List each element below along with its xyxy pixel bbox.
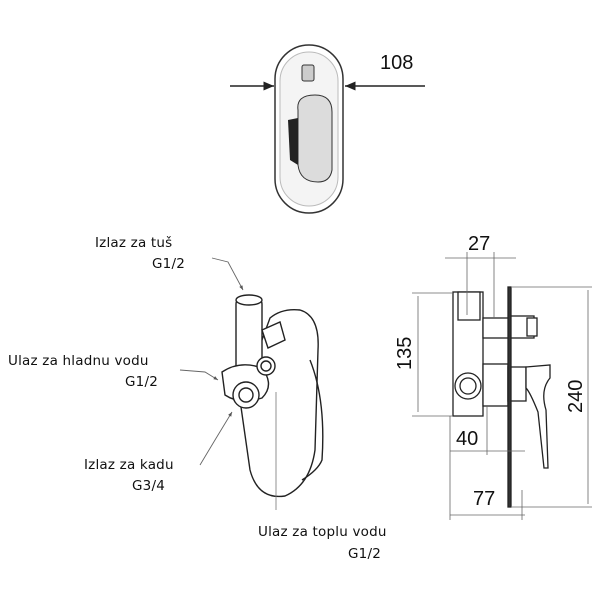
dim-77: 77 — [473, 488, 495, 510]
callout-hot-inlet-thread: G1/2 — [348, 546, 381, 562]
dim-27: 27 — [468, 233, 490, 255]
callout-bath-outlet-thread: G3/4 — [132, 478, 165, 494]
dimension-lines — [412, 252, 592, 520]
callout-leader-lines — [179, 257, 244, 466]
dim-108: 108 — [380, 52, 413, 74]
front-view-faucet — [274, 44, 344, 214]
callout-shower-outlet: Izlaz za tuš — [95, 235, 173, 251]
side-view-drawing — [452, 286, 551, 508]
dim-40: 40 — [456, 428, 478, 450]
dim-135: 135 — [394, 337, 416, 370]
callout-bath-outlet: Izlaz za kadu — [84, 457, 174, 473]
callout-shower-outlet-thread: G1/2 — [152, 256, 185, 272]
callout-cold-inlet: Ulaz za hladnu vodu — [8, 353, 149, 369]
callout-hot-inlet: Ulaz za toplu vodu — [258, 524, 387, 540]
valve-body-sketch — [221, 294, 324, 510]
callout-cold-inlet-thread: G1/2 — [125, 374, 158, 390]
dim-240: 240 — [565, 380, 587, 413]
